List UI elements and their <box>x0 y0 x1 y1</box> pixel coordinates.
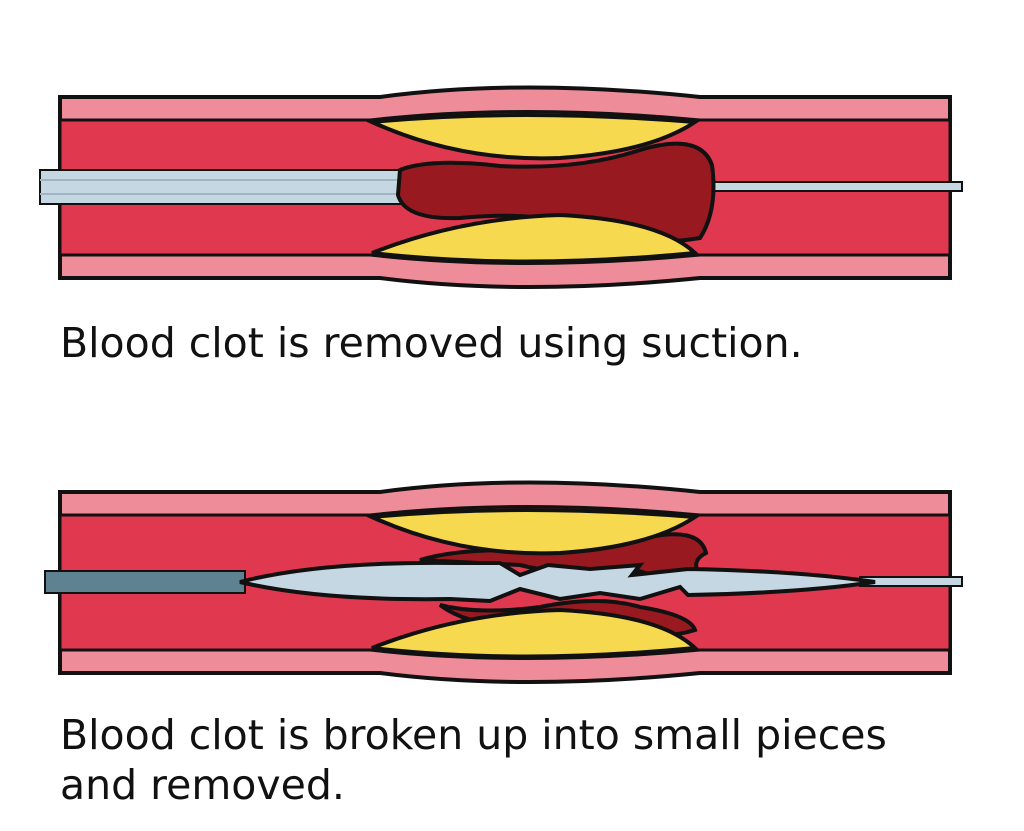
plaque-bottom <box>371 607 700 659</box>
suction-illustration <box>0 70 1024 295</box>
suction-caption: Blood clot is removed using suction. <box>60 319 803 367</box>
artery-suction-diagram <box>39 85 963 289</box>
plaque-top <box>364 113 701 161</box>
fragmentation-caption-line-1: Blood clot is broken up into small piece… <box>60 711 887 759</box>
fragmentation-illustration <box>0 465 1024 690</box>
blood-clot <box>395 141 716 244</box>
guidewire <box>859 576 963 587</box>
plaque-top <box>364 508 701 556</box>
plaque-bottom <box>371 212 700 264</box>
artery-fragmentation-diagram <box>44 480 963 684</box>
catheter-shaft <box>44 570 246 594</box>
guidewire <box>699 181 963 192</box>
fragmentation-caption-line-2: and removed. <box>60 761 345 809</box>
fragmentation-catheter-tip <box>239 560 876 604</box>
fragmentation-caption: Blood clot is broken up into small piece… <box>60 710 990 810</box>
catheter <box>39 169 421 205</box>
